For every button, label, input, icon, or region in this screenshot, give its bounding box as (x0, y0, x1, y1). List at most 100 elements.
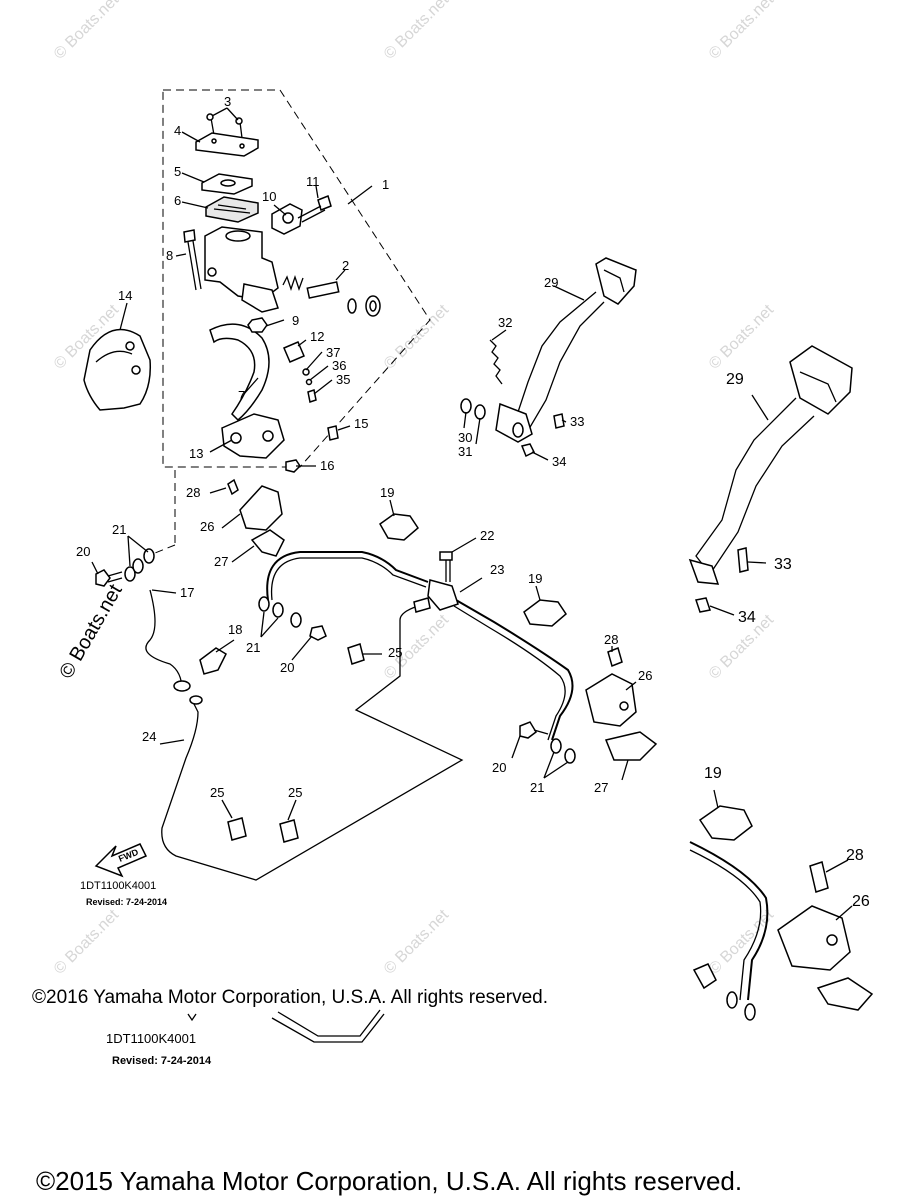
prominent-watermark: © Boats.net (55, 580, 127, 682)
leader-lines (91, 107, 853, 921)
brake-pipe-part-24 (161, 597, 464, 881)
reservoir-cover-part-4 (195, 132, 259, 157)
nut-part-34 (520, 443, 536, 458)
callout-33: 33 (570, 414, 584, 429)
copyright-2015: ©2015 Yamaha Motor Corporation, U.S.A. A… (36, 1166, 742, 1196)
callout-4: 4 (174, 123, 181, 138)
callout-32: 32 (498, 315, 512, 330)
callout-25-b: 25 (210, 785, 224, 800)
callout-24: 24 (142, 729, 156, 744)
copyright-2016: ©2016 Yamaha Motor Corporation, U.S.A. A… (32, 987, 548, 1008)
bolt-part-11 (297, 194, 332, 223)
zoom-callout-19: 19 (704, 765, 722, 782)
diaphragm-part-6 (205, 196, 259, 223)
leader-fragment (187, 1013, 197, 1022)
watermark: © Boats.net (51, 906, 123, 978)
diagram-code: 1DT1100K4001 (80, 880, 156, 892)
callout-25-a: 25 (388, 645, 402, 660)
brake-pedal-part-29 (495, 257, 637, 443)
watermark: © Boats.net (51, 0, 123, 63)
callout-28-upper: 28 (186, 485, 200, 500)
holder-part-13 (221, 413, 285, 459)
callout-2: 2 (342, 258, 349, 273)
zoom-callout-33: 33 (774, 556, 792, 573)
callout-1: 1 (382, 177, 389, 192)
switch-part-12 (283, 341, 317, 403)
bolt-part-8 (183, 229, 202, 291)
watermark: © Boats.net (706, 301, 778, 373)
retainer-part-25-c (279, 819, 299, 843)
callout-13: 13 (189, 446, 203, 461)
bolt-part-15 (327, 425, 339, 441)
callout-15: 15 (354, 416, 368, 431)
callout-22: 22 (480, 528, 494, 543)
callout-16: 16 (320, 458, 334, 473)
callout-12: 12 (310, 329, 324, 344)
watermark: © Boats.net (706, 0, 778, 63)
callout-26-lower: 26 (638, 668, 652, 683)
callout-21-middle: 21 (246, 640, 260, 655)
callout-25-c: 25 (288, 785, 302, 800)
watermark: © Boats.net (381, 0, 453, 63)
screw-part-3 (206, 113, 243, 139)
pipe-fragment (277, 1009, 381, 1037)
master-cylinder-body (204, 226, 279, 313)
callout-28-lower: 28 (604, 632, 618, 647)
callout-11: 11 (306, 174, 320, 189)
forward-arrow: FWD (94, 843, 148, 878)
callout-26-upper: 26 (200, 519, 214, 534)
bolt-part-33 (553, 413, 565, 429)
callout-34: 34 (552, 454, 566, 469)
piston-kit-part-2 (282, 274, 381, 317)
pipe-fragment (271, 1013, 385, 1043)
callout-31: 31 (458, 444, 472, 459)
clamp-part-19-lower (523, 599, 567, 627)
union-bolt-part-20-left (95, 548, 155, 587)
callout-27-upper: 27 (214, 554, 228, 569)
union-bolt-part-20-middle (258, 596, 327, 641)
zoom-callout-34: 34 (738, 609, 756, 626)
zoom-callout-labels: 29 33 34 19 28 26 (704, 371, 870, 910)
callout-10: 10 (262, 189, 276, 204)
watermark: © Boats.net (381, 906, 453, 978)
callout-20-left: 20 (76, 544, 90, 559)
diagram-code-2: 1DT1100K4001 (106, 1031, 196, 1046)
zoom-callout-28: 28 (846, 847, 864, 864)
washer-part-30 (460, 398, 472, 414)
callout-21-right: 21 (530, 780, 544, 795)
brake-hose-part-17 (145, 589, 191, 692)
watermark-layer: © Boats.net © Boats.net © Boats.net © Bo… (51, 0, 778, 978)
callout-5: 5 (174, 164, 181, 179)
callout-35: 35 (336, 372, 350, 387)
callout-21-left: 21 (112, 522, 126, 537)
callout-20-right: 20 (492, 760, 506, 775)
nut-part-9 (247, 317, 268, 333)
brake-pedal-zoom-part-29 (688, 345, 853, 613)
watermark: © Boats.net (381, 301, 453, 373)
clip-part-18 (199, 647, 227, 675)
callout-19-lower: 19 (528, 571, 542, 586)
callout-9: 9 (292, 313, 299, 328)
revised-date: Revised: 7-24-2014 (86, 897, 167, 907)
callout-27-lower: 27 (594, 780, 608, 795)
callout-36: 36 (332, 358, 346, 373)
union-bolt-part-20-right (519, 721, 576, 764)
callout-8: 8 (166, 248, 173, 263)
nut-part-16 (285, 459, 301, 473)
bracket-assembly-upper (227, 478, 285, 557)
callout-17: 17 (180, 585, 194, 600)
callout-19-upper: 19 (380, 485, 394, 500)
retainer-part-25-b (227, 817, 247, 841)
brake-hose-part-23 (266, 551, 574, 741)
cover-part-14 (83, 328, 152, 411)
washer-part-31 (474, 404, 486, 420)
zoom-callout-29: 29 (726, 371, 744, 388)
callout-14: 14 (118, 288, 132, 303)
callout-23: 23 (490, 562, 504, 577)
spring-part-32 (489, 339, 503, 385)
callout-29: 29 (544, 275, 558, 290)
master-cylinder-group-outline (154, 89, 431, 554)
retainer-part-25-a (347, 643, 365, 665)
revised-date-2: Revised: 7-24-2014 (112, 1055, 212, 1067)
